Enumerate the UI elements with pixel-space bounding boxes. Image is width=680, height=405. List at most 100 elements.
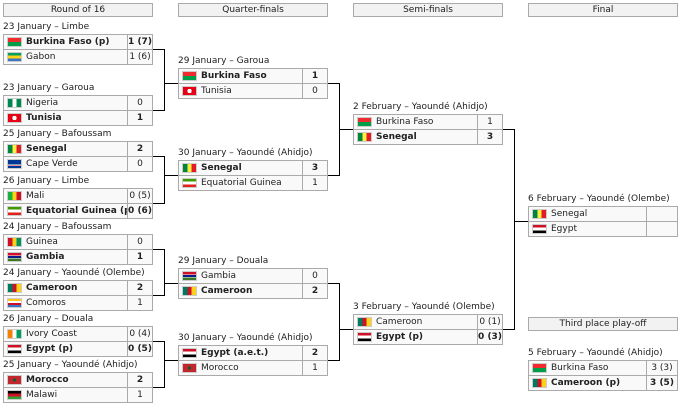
team-score: 0 (5) [127, 342, 152, 356]
team-score: 1 [477, 115, 502, 129]
connector-line [503, 329, 515, 330]
team-name-cell: Egypt (a.e.t.) [179, 346, 302, 360]
team-name: Senegal [376, 132, 417, 142]
cameroon-flag-icon [532, 378, 547, 388]
connector-line [164, 341, 165, 388]
egypt-flag-icon [7, 344, 22, 354]
qf-match-date: 29 January – Garoua [178, 56, 270, 66]
r16-match-date: 26 January – Douala [3, 314, 94, 324]
senegal-flag-icon [7, 144, 22, 154]
r16-match-date: 25 January – Yaoundé (Ahidjo) [3, 360, 138, 370]
team-name: Burkina Faso [201, 71, 267, 81]
team-name-cell: Egypt (p) [4, 342, 127, 356]
team-name-cell: Cape Verde [4, 157, 127, 171]
team-name-cell: Tunisia [4, 111, 127, 125]
connector-line [328, 175, 340, 176]
header-semi-finals: Semi-finals [353, 3, 503, 17]
qf-team-row: Egypt (a.e.t.) 2 [178, 345, 328, 360]
r16-team-row: Equatorial Guinea (p)0 (6) [3, 203, 153, 219]
sf-team-row: Cameroon 0 (1) [353, 314, 503, 329]
team-name-cell: Burkina Faso (p) [4, 35, 127, 49]
senegal-flag-icon [532, 209, 547, 219]
r16-match-date: 25 January – Bafoussam [3, 129, 112, 139]
team-score: 1 [302, 69, 327, 83]
r16-match-date: 23 January – Garoua [3, 83, 95, 93]
team-name: Gambia [26, 252, 65, 262]
connector-line [164, 156, 165, 204]
team-score: 2 [302, 346, 327, 360]
connector-line [153, 295, 165, 296]
qf-match-date: 29 January – Douala [178, 256, 269, 266]
team-name: Nigeria [26, 98, 59, 108]
team-score: 0 (5) [127, 189, 152, 203]
team-name-cell: Senegal [354, 130, 477, 144]
team-score [646, 207, 677, 221]
egypt-flag-icon [532, 224, 547, 234]
connector-line [514, 129, 515, 330]
connector-line [153, 249, 165, 250]
gambia-flag-icon [182, 271, 197, 281]
team-name-cell: Cameroon [179, 284, 302, 298]
team-score: 0 [127, 235, 152, 249]
team-score: 2 [302, 284, 327, 298]
connector-line [153, 156, 165, 157]
team-name-cell: Senegal [4, 142, 127, 156]
team-score: 3 (5) [646, 376, 677, 390]
final-team-row: Egypt [528, 221, 678, 237]
guinea-flag-icon [7, 237, 22, 247]
team-name-cell: Gabon [4, 50, 127, 64]
connector-line [503, 129, 515, 130]
team-score: 1 [127, 388, 152, 402]
tunisia-flag-icon [7, 113, 22, 123]
tunisia-flag-icon [182, 86, 197, 96]
team-name: Senegal [26, 144, 67, 154]
team-name-cell: Egypt [529, 222, 646, 236]
team-score: 2 [127, 373, 152, 387]
team-name-cell: Senegal [529, 207, 646, 221]
team-name: Egypt (a.e.t.) [201, 348, 269, 358]
r16-team-row: Mali 0 (5) [3, 188, 153, 203]
eqguinea-flag-icon [7, 206, 22, 216]
team-score: 0 (3) [477, 330, 502, 344]
final-team-row: Senegal [528, 206, 678, 221]
cameroon-flag-icon [357, 317, 372, 327]
team-name-cell: Gambia [4, 250, 127, 264]
team-score: 0 (1) [477, 315, 502, 329]
team-name: Senegal [551, 209, 588, 219]
team-name-cell: Burkina Faso [179, 69, 302, 83]
team-name-cell: Equatorial Guinea (p) [4, 204, 127, 218]
egypt-flag-icon [357, 332, 372, 342]
connector-line [164, 175, 178, 176]
connector-line [164, 360, 178, 361]
team-score: 0 [302, 269, 327, 283]
capeverde-flag-icon [7, 159, 22, 169]
burkina-flag-icon [182, 71, 197, 81]
team-score: 0 [302, 84, 327, 98]
team-name-cell: Cameroon [4, 281, 127, 295]
team-name: Malawi [26, 390, 58, 400]
connector-line [164, 283, 178, 284]
team-name: Cameroon [376, 317, 423, 327]
team-name-cell: Cameroon (p) [529, 376, 646, 390]
team-score: 3 [302, 161, 327, 175]
sf-match-date: 2 February – Yaoundé (Ahidjo) [353, 102, 488, 112]
team-name-cell: Equatorial Guinea [179, 176, 302, 190]
team-name: Tunisia [26, 113, 62, 123]
team-score: 1 (6) [127, 50, 152, 64]
team-score: 1 [302, 361, 327, 375]
gabon-flag-icon [7, 52, 22, 62]
ivorycoast-flag-icon [7, 329, 22, 339]
team-name: Senegal [201, 163, 242, 173]
qf-match-date: 30 January – Yaoundé (Ahidjo) [178, 333, 313, 343]
team-name: Mali [26, 191, 45, 201]
